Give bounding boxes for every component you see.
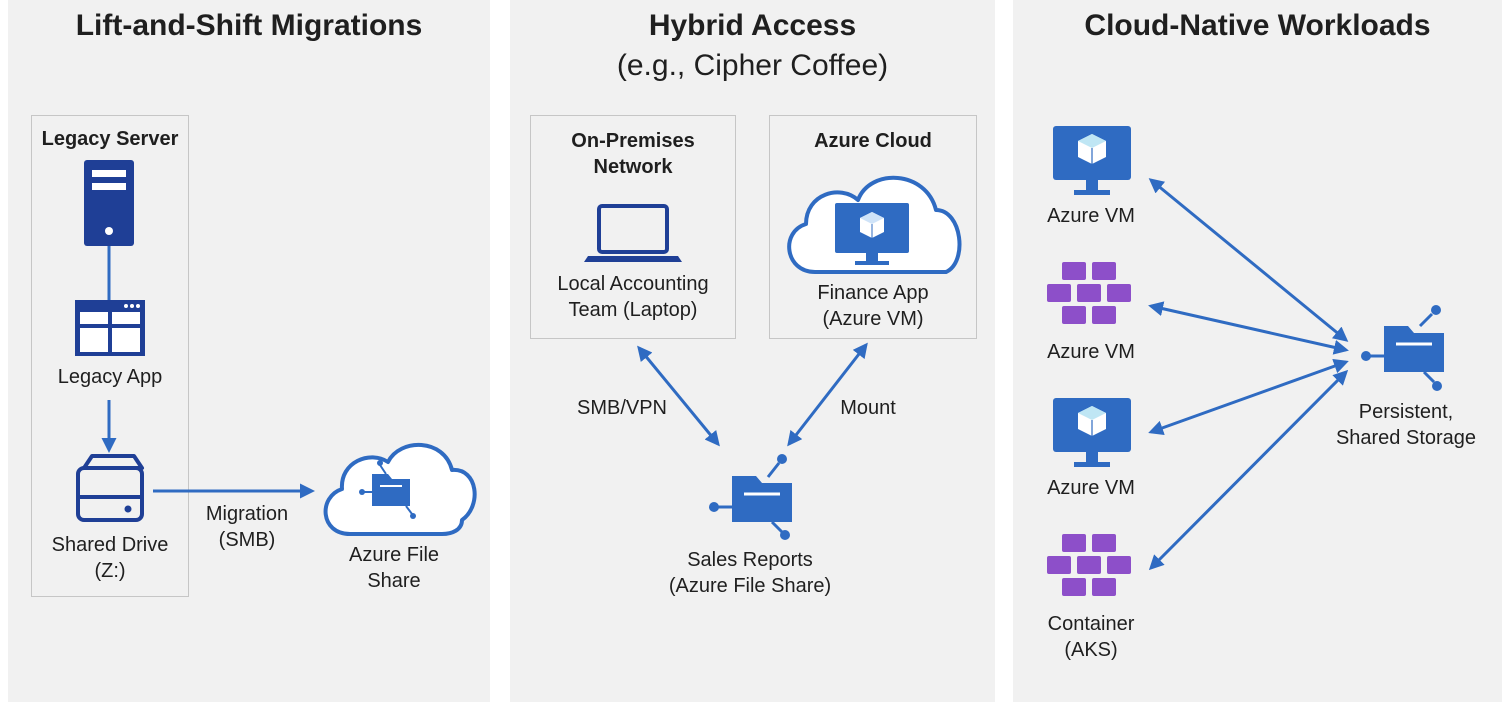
on-premises-title-line1: On-Premises xyxy=(571,130,695,152)
container-label-line1: Container xyxy=(1047,613,1135,635)
server-icon xyxy=(84,160,134,246)
mount-arrow xyxy=(787,342,868,447)
finance-app-label-line1: Finance App xyxy=(817,282,929,304)
panel-title: Cloud-Native Workloads xyxy=(1084,9,1431,42)
panel-subtitle: (e.g., Cipher Coffee) xyxy=(616,49,889,82)
azure-vm-label-2: Azure VM xyxy=(1047,341,1135,363)
azure-vm-monitor-icon-1 xyxy=(1053,126,1131,195)
panel-title: Lift-and-Shift Migrations xyxy=(75,9,423,42)
migration-label-line2: (SMB) xyxy=(218,529,276,551)
local-accounting-label-line1: Local Accounting xyxy=(557,273,709,295)
panel-hybrid-access: Hybrid Access (e.g., Cipher Coffee) On-P… xyxy=(510,0,995,702)
vm3-storage-arrow xyxy=(1148,358,1349,436)
vm2-storage-arrow xyxy=(1148,301,1349,355)
container-cluster-icon-2 xyxy=(1047,534,1131,596)
on-premises-title-line2: Network xyxy=(593,156,673,178)
file-share-icon xyxy=(709,454,792,540)
storage-label-line2: Shared Storage xyxy=(1335,427,1477,449)
shared-drive-label-line1: Shared Drive xyxy=(51,534,169,556)
finance-app-label-line2: (Azure VM) xyxy=(822,308,924,330)
smb-vpn-arrow xyxy=(637,345,720,447)
panel-title: Hybrid Access xyxy=(648,9,857,42)
legacy-server-title: Legacy Server xyxy=(41,128,179,150)
azure-cloud-box: Azure Cloud xyxy=(769,115,977,339)
container-storage-arrow xyxy=(1148,369,1349,571)
shared-storage-icon xyxy=(1361,305,1444,391)
sales-reports-label-line2: (Azure File Share) xyxy=(668,575,832,597)
hard-drive-icon xyxy=(76,454,144,522)
storage-label-line1: Persistent, xyxy=(1358,401,1454,423)
on-premises-network-box: On-Premises Network xyxy=(530,115,736,339)
cloud-file-share-icon xyxy=(323,442,477,536)
container-cluster-icon-1 xyxy=(1047,262,1131,324)
legacy-app-label: Legacy App xyxy=(57,366,163,388)
laptop-icon xyxy=(584,204,682,262)
container-label-line2: (AKS) xyxy=(1064,639,1118,661)
azure-cloud-title: Azure Cloud xyxy=(814,130,932,152)
azure-file-share-label-line1: Azure File xyxy=(348,544,440,566)
azure-vm-label-1: Azure VM xyxy=(1047,205,1135,227)
local-accounting-label-line2: Team (Laptop) xyxy=(568,299,698,321)
application-icon xyxy=(75,300,145,356)
azure-vm-label-3: Azure VM xyxy=(1047,477,1135,499)
azure-vm-monitor-icon-3 xyxy=(1053,398,1131,467)
legacy-server-box: Legacy Server xyxy=(31,115,189,597)
migration-label-line1: Migration xyxy=(205,503,289,525)
vm1-storage-arrow xyxy=(1148,178,1349,342)
shared-drive-label-line2: (Z:) xyxy=(94,560,126,582)
sales-reports-label-line1: Sales Reports xyxy=(687,549,813,571)
cloud-vm-icon xyxy=(787,175,962,274)
azure-file-share-label-line2: Share xyxy=(367,570,421,592)
